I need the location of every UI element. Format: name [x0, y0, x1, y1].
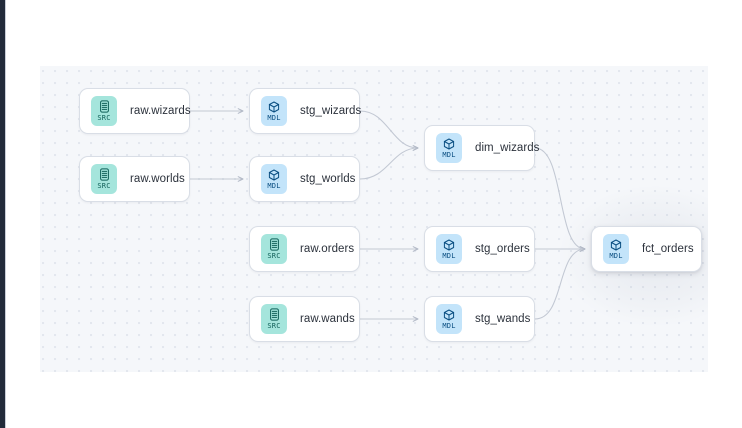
cube-icon [268, 101, 280, 112]
lineage-node-raw-worlds[interactable]: SRC raw.worlds [79, 156, 190, 202]
source-badge: SRC [261, 234, 287, 264]
source-badge: SRC [91, 164, 117, 194]
badge-label: MDL [442, 150, 456, 159]
lineage-graph-canvas[interactable]: SRC raw.wizards SRC raw.worlds [40, 66, 708, 372]
badge-label: MDL [609, 251, 623, 260]
lineage-node-stg-orders[interactable]: MDL stg_orders [424, 226, 535, 272]
cube-icon [268, 169, 280, 180]
cube-icon [610, 239, 622, 250]
node-label: stg_wands [475, 313, 531, 325]
model-badge: MDL [603, 234, 629, 264]
lineage-node-raw-wizards[interactable]: SRC raw.wizards [79, 88, 191, 134]
cube-icon [443, 138, 455, 149]
node-label: stg_orders [475, 243, 530, 255]
badge-label: SRC [97, 114, 111, 122]
page-body: SRC raw.wizards SRC raw.worlds [6, 0, 742, 428]
database-icon [99, 100, 109, 113]
cube-icon [443, 239, 455, 250]
model-badge: MDL [261, 164, 287, 194]
node-label: raw.wands [300, 313, 355, 325]
cube-icon [443, 309, 455, 320]
badge-label: SRC [267, 252, 281, 260]
model-badge: MDL [261, 96, 287, 126]
node-label: raw.wizards [130, 105, 191, 117]
lineage-node-fct-orders[interactable]: MDL fct_orders [591, 226, 702, 272]
node-label: stg_worlds [300, 173, 356, 185]
database-icon [99, 168, 109, 181]
app-rail-divider [5, 0, 6, 428]
badge-label: MDL [267, 181, 281, 190]
node-label: dim_wizards [475, 142, 540, 154]
model-badge: MDL [436, 133, 462, 163]
badge-label: SRC [267, 322, 281, 330]
source-badge: SRC [91, 96, 117, 126]
badge-label: MDL [442, 251, 456, 260]
source-badge: SRC [261, 304, 287, 334]
app-left-rail [0, 0, 5, 428]
edge-dim-wizards-to-fct-orders [534, 147, 586, 252]
lineage-node-stg-worlds[interactable]: MDL stg_worlds [249, 156, 360, 202]
node-label: fct_orders [642, 243, 694, 255]
lineage-node-stg-wizards[interactable]: MDL stg_wizards [249, 88, 362, 134]
lineage-node-stg-wands[interactable]: MDL stg_wands [424, 296, 535, 342]
node-label: raw.orders [300, 243, 355, 255]
lineage-node-dim-wizards[interactable]: MDL dim_wizards [424, 125, 539, 171]
database-icon [269, 238, 279, 251]
edge-stg-wizards-to-dim-wizards [359, 110, 419, 151]
lineage-node-raw-wands[interactable]: SRC raw.wands [249, 296, 360, 342]
node-label: stg_wizards [300, 105, 362, 117]
database-icon [269, 308, 279, 321]
lineage-node-raw-orders[interactable]: SRC raw.orders [249, 226, 360, 272]
badge-label: SRC [97, 182, 111, 190]
node-label: raw.worlds [130, 173, 185, 185]
edge-stg-worlds-to-dim-wizards [359, 145, 419, 180]
model-badge: MDL [436, 304, 462, 334]
badge-label: MDL [442, 321, 456, 330]
model-badge: MDL [436, 234, 462, 264]
edge-stg-wands-to-fct-orders [534, 246, 586, 320]
badge-label: MDL [267, 113, 281, 122]
